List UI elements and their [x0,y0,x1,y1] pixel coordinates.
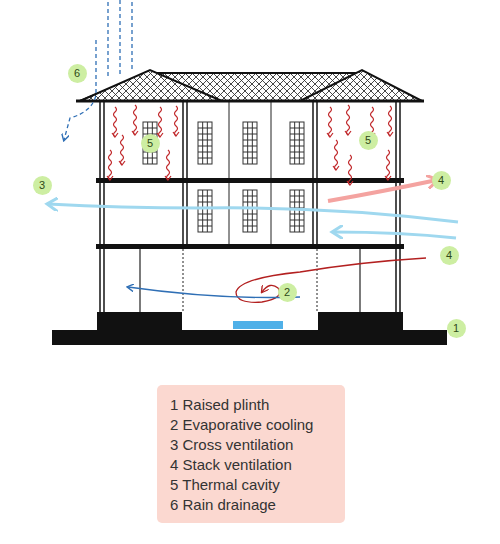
heat-arrowhead [112,133,118,137]
heat-arrowhead [327,133,333,137]
callout-number: 4 [432,171,451,190]
callout-number: 5 [359,131,378,150]
heat-wave [349,155,352,185]
heat-wave [175,106,178,136]
legend-panel: 1 Raised plinth2 Evaporative cooling3 Cr… [157,385,345,523]
heat-arrowhead [347,181,353,185]
callout-number: 3 [33,176,52,195]
heat-arrowhead [333,166,339,170]
heat-wave [347,105,350,135]
legend-text: 1 Raised plinth [170,395,335,415]
callout-number: 5 [141,134,160,153]
heat-wave [329,107,332,137]
heat-wave [387,150,390,180]
heat-arrowhead [119,161,125,165]
heat-wave [389,106,392,136]
window [290,122,304,164]
heat-wave [114,107,117,137]
heat-arrowhead [132,131,138,135]
heat-arrowhead [345,131,351,135]
heat-wave [167,150,170,180]
heat-wave [121,135,124,165]
legend-text: 4 Stack ventilation [170,455,335,475]
legend-text: 3 Cross ventilation [170,435,335,455]
heat-wave [134,105,137,135]
heat-wave [335,140,338,170]
window [243,122,257,164]
callout-number: 2 [278,283,297,302]
window [243,190,257,232]
heat-arrowhead [173,132,179,136]
legend-text: 2 Evaporative cooling [170,415,335,435]
legend-text: 6 Rain drainage [170,495,335,515]
heat-arrowhead [157,133,163,137]
callout-number: 1 [447,319,466,338]
legend-text: 5 Thermal cavity [170,475,335,495]
callout-number: 4 [440,246,459,265]
callout-number: 6 [68,64,87,83]
window [198,122,212,164]
window [290,190,304,232]
heat-arrowhead [385,176,391,180]
heat-wave [109,150,112,180]
heat-arrowhead [387,132,393,136]
heat-wave [159,107,162,137]
heat-arrowhead [165,176,171,180]
window [198,190,212,232]
heat-arrowhead [107,176,113,180]
